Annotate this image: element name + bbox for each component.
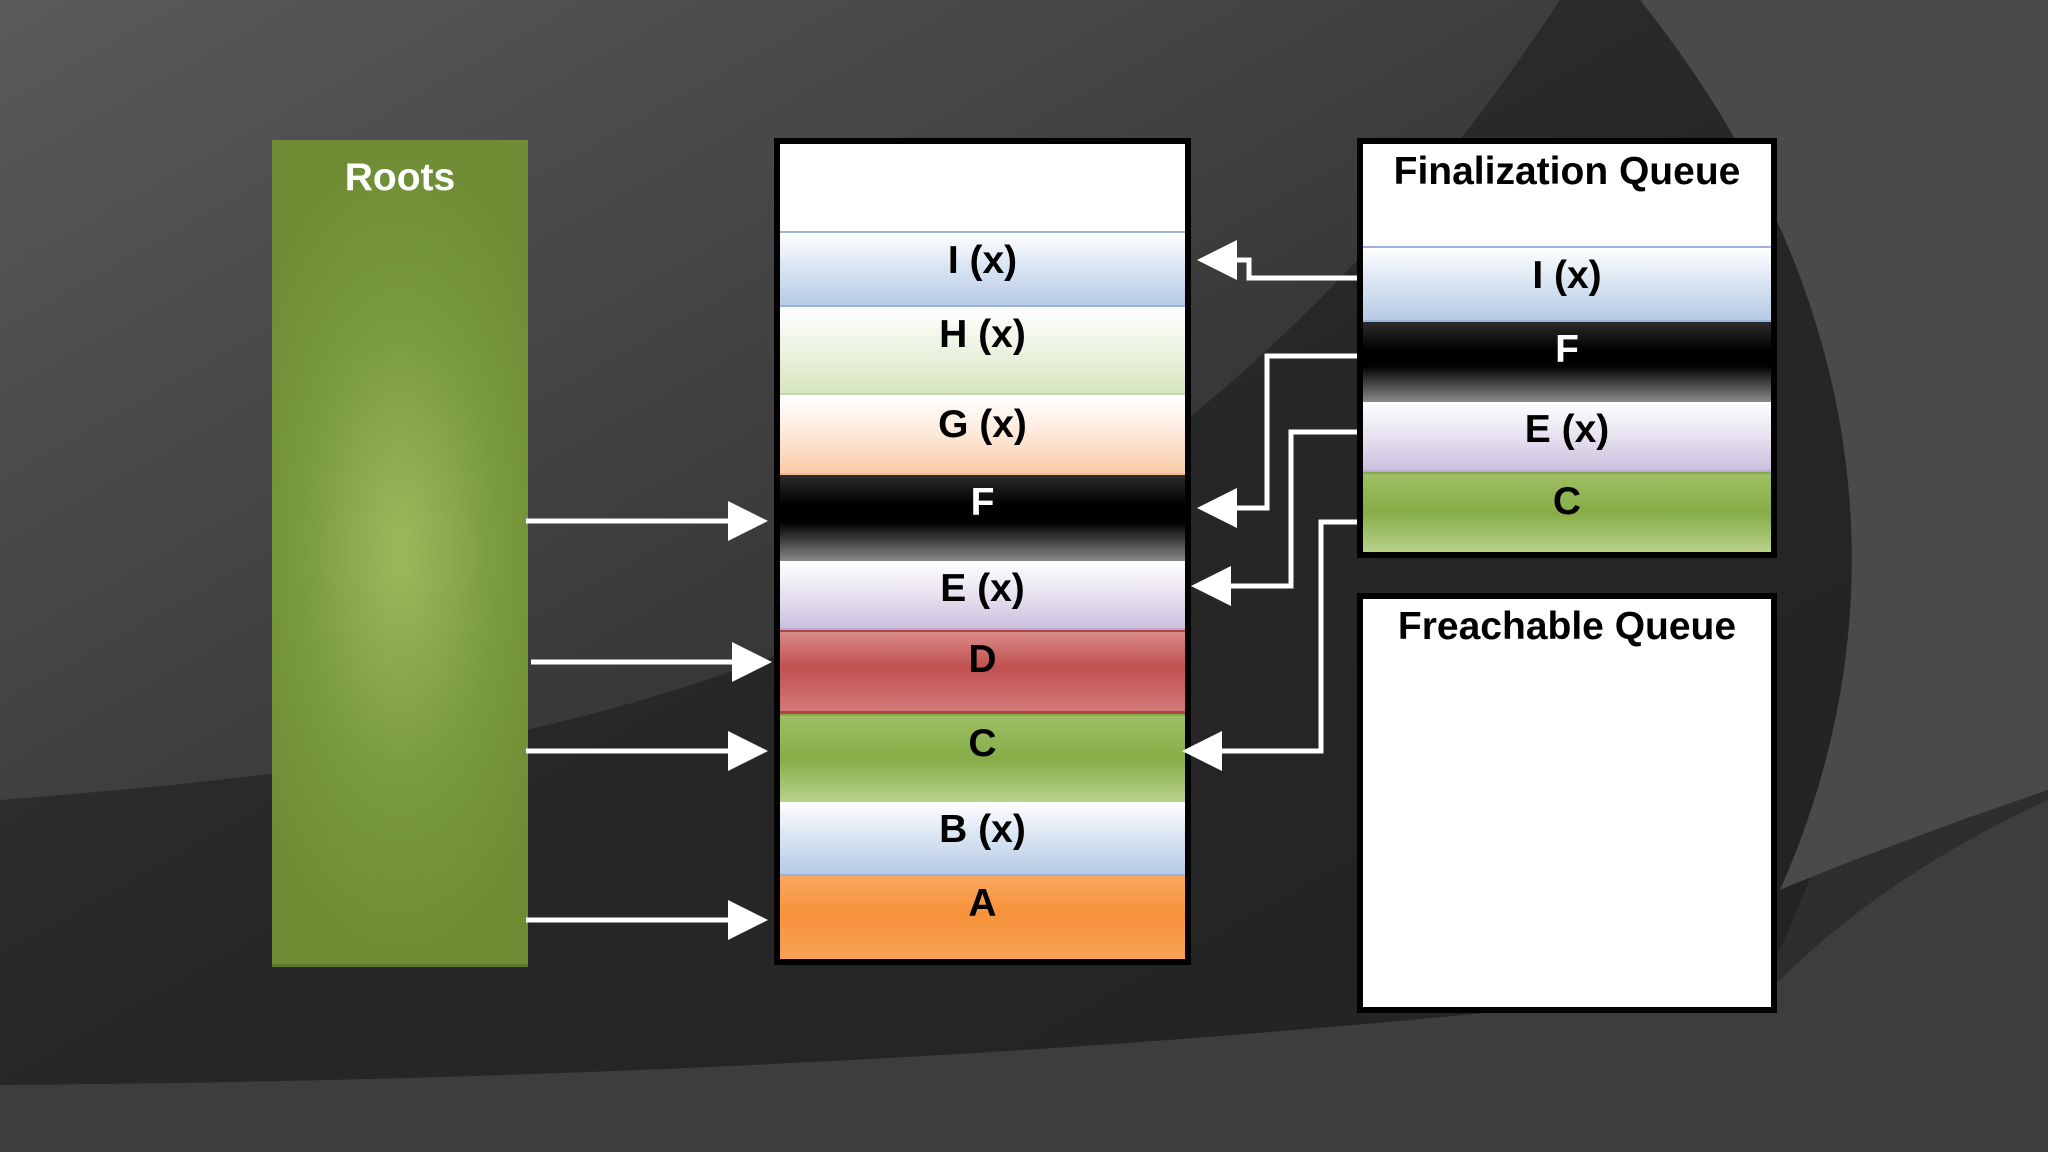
heap-object-label: H (x) — [939, 313, 1026, 356]
freachable-queue-title: Freachable Queue — [1397, 605, 1737, 648]
heap-object-a: A — [780, 876, 1185, 959]
heap-object-g: G (x) — [780, 397, 1185, 475]
heap-object-label: G (x) — [938, 403, 1027, 446]
heap-object-h: H (x) — [780, 307, 1185, 395]
finalization-entry-label: C — [1552, 480, 1582, 523]
heap-object-d: D — [780, 630, 1185, 714]
finalization-queue-title: Finalization Queue — [1393, 150, 1741, 193]
heap-object-label: D — [968, 638, 997, 681]
heap-object-b: B (x) — [780, 802, 1185, 876]
roots-panel: Roots — [272, 140, 528, 967]
finalization-entry-f: F — [1363, 322, 1771, 402]
finalization-entry-c: C — [1363, 472, 1771, 552]
heap-object-label: E (x) — [940, 567, 1025, 610]
finalization-entry-label: F — [1555, 328, 1579, 371]
finalization-queue: Finalization Queue I (x) F E (x) C — [1357, 138, 1777, 558]
heap-object-label: C — [968, 722, 997, 765]
heap-object-label: B (x) — [939, 808, 1026, 851]
heap-object-f: F — [780, 475, 1185, 561]
freachable-queue: Freachable Queue — [1357, 593, 1777, 1013]
finalization-entry-i: I (x) — [1363, 246, 1771, 322]
heap-object-label: A — [968, 882, 997, 925]
heap-object-e: E (x) — [780, 561, 1185, 630]
finalization-entry-e: E (x) — [1363, 402, 1771, 472]
finalization-entry-label: I (x) — [1532, 254, 1602, 297]
heap-object-i: I (x) — [780, 231, 1185, 307]
roots-title: Roots — [344, 156, 456, 199]
managed-heap: I (x) H (x) G (x) F E (x) D C B (x) A — [774, 138, 1191, 965]
heap-object-c: C — [780, 714, 1185, 802]
heap-object-label: F — [970, 481, 995, 524]
heap-object-label: I (x) — [947, 239, 1018, 282]
finalization-entry-label: E (x) — [1524, 408, 1610, 451]
